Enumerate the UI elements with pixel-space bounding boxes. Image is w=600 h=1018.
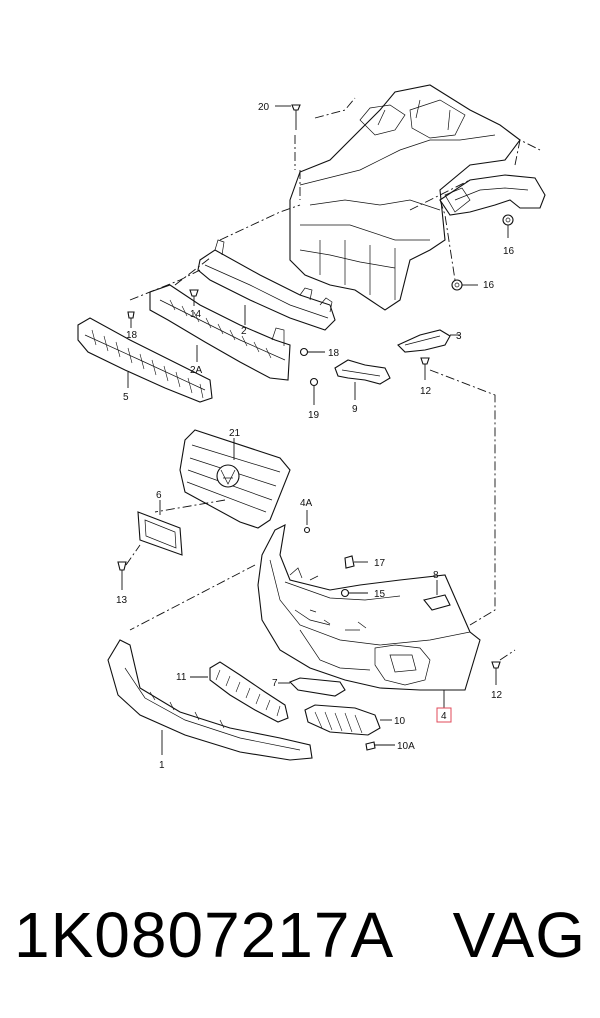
callout-10: 10 [394,716,406,727]
callout-18-center: 18 [328,348,340,359]
callout-15: 15 [374,589,386,600]
highlight-box [436,707,452,723]
callout-16-lower: 16 [483,280,495,291]
callout-5: 5 [123,392,129,403]
trim-strip-7 [278,677,346,697]
spoiler-1 [107,639,313,761]
callout-11: 11 [176,672,187,683]
callout-6: 6 [156,490,162,501]
screw-13 [117,544,141,590]
bracket-2a [149,284,291,381]
callout-10a: 10A [397,741,415,752]
callout-9: 9 [352,404,358,415]
screw-15 [340,588,368,598]
callout-3: 3 [456,331,462,342]
retainer-17 [344,555,368,569]
screw-18-center [299,347,325,357]
guide-9 [334,359,391,400]
callout-16-upper: 16 [503,246,515,257]
callout-12-lower: 12 [491,690,503,701]
bracket-3 [397,329,460,353]
callout-14: 14 [190,309,202,320]
callout-19: 19 [308,410,320,421]
radiator-grille-21 [154,429,291,529]
clip-4a [303,510,311,534]
brand-name: VAG [452,899,586,971]
screw-19 [309,377,319,405]
footer: 1K0807217A VAG [0,895,600,975]
cap-8 [423,580,451,611]
nut-16-lower [451,279,478,291]
clip-18-left [127,311,135,328]
callout-8: 8 [433,570,439,581]
callout-4: 4 [441,711,447,722]
part-number: 1K0807217A [14,899,395,971]
clip-14 [189,289,199,306]
callout-21: 21 [229,428,241,439]
callout-4a: 4A [300,498,313,509]
callout-2: 2 [241,326,247,337]
callout-1: 1 [159,760,165,771]
nut-16-upper [502,214,514,238]
fog-lamp-grille-10 [304,704,392,736]
callout-2a: 2A [190,365,203,376]
screw-10a [365,741,395,751]
lock-carrier-assembly [275,84,546,311]
callout-12-upper: 12 [420,386,432,397]
lower-grille-11 [190,661,289,723]
callout-20: 20 [258,102,270,113]
licence-plate-bracket-6 [137,500,183,556]
callout-17: 17 [374,558,386,569]
callout-13: 13 [116,595,128,606]
energy-absorber-5 [77,317,213,403]
screw-12-upper [420,357,430,380]
exploded-parts-diagram: 20 16 16 3 12 18 14 2 18 2A 5 19 9 21 6 … [77,84,546,771]
callout-18-left: 18 [126,330,138,341]
impact-bar-2 [197,239,336,331]
bumper-cover-4 [129,524,481,708]
callout-7: 7 [272,678,278,689]
screw-12-lower [491,649,516,685]
